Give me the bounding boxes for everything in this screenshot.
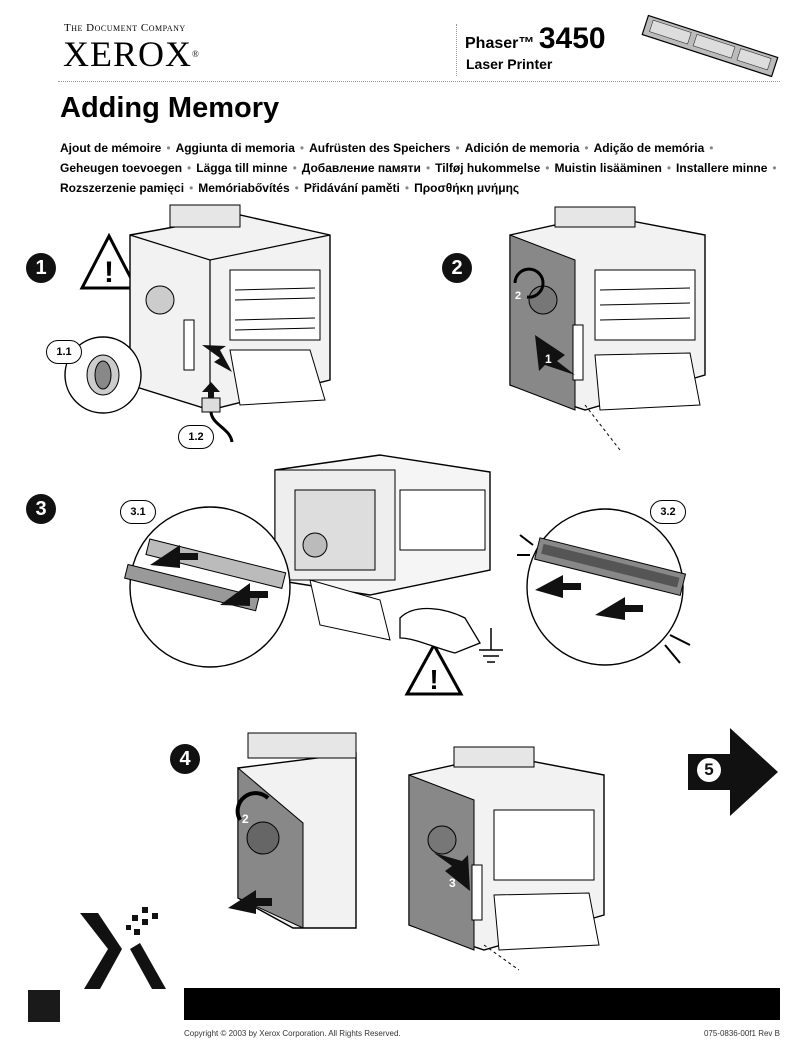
printer-side-cover-removal: 1 2 [509,206,706,451]
ground-hand-icon [399,607,503,663]
language-item: Tilføj hukommelse [435,161,541,175]
brand-logo-text: XEROX® [63,34,200,74]
language-separator: • [299,141,305,155]
language-item: Adição de memória [593,141,705,155]
product-type: Laser Printer [466,56,553,72]
svg-text:!: ! [429,664,438,695]
printer-rear-step1 [129,204,331,411]
language-item: Geheugen toevoegen [60,161,183,175]
step-1-badge: 1 [26,253,56,283]
svg-text:3: 3 [449,876,456,890]
step-3-badge: 3 [26,494,56,524]
page-title: Adding Memory [60,92,280,124]
language-separator: • [404,181,410,195]
language-separator: • [709,141,714,155]
svg-text:!: ! [104,256,114,289]
part-number: 075-0836-00f1 Rev B [703,1029,780,1038]
footer-square [28,990,60,1022]
model-name: Phaser™ 3450 [465,22,606,55]
language-list: Ajout de mémoire • Aggiunta di memoria • Auf… [60,138,800,198]
header-divider [456,24,457,76]
footer-bar [184,988,780,1020]
substep-1-2: 1.2 [178,425,214,449]
svg-text:2: 2 [515,290,521,302]
step-2-badge: 2 [442,253,472,283]
copyright-text: Copyright © 2003 by Xerox Corporation. A… [184,1029,401,1038]
language-item: Přidávání paměti [303,181,400,195]
language-separator: • [292,161,297,175]
header-rule [58,81,780,82]
language-item: Aufrüsten des Speichers [309,141,451,155]
language-separator: • [294,181,299,195]
language-item: Lägga till minne [196,161,288,175]
substep-3-1: 3.1 [120,500,156,524]
memory-latch-callout-3-2 [517,508,691,666]
warning-icon: ! [79,232,139,290]
language-separator: • [545,161,550,175]
power-switch-callout [64,336,142,414]
language-separator: • [584,141,589,155]
substep-3-2: 3.2 [650,500,686,524]
printer-cover-replace-b: 3 [408,746,605,971]
substep-1-1: 1.1 [46,340,82,364]
language-separator: • [166,141,171,155]
power-cord-icon [201,382,234,443]
language-separator: • [772,161,777,175]
next-step-arrow [688,728,778,816]
language-item: Добавление памяти [301,161,421,175]
svg-text:1: 1 [545,352,552,366]
memory-module-icon [641,14,779,78]
warning-icon: ! [404,642,464,696]
memory-insert-callout-3-1 [124,506,291,668]
language-item: Installere minne [676,161,768,175]
language-item: Rozszerzenie pamięci [60,181,185,195]
step-4-badge: 4 [170,744,200,774]
language-separator: • [666,161,672,175]
step-5-badge: 5 [697,758,721,782]
language-item: Aggiunta di memoria [175,141,295,155]
language-separator: • [455,141,460,155]
language-item: Προσθήκη μνήμης [414,181,520,195]
language-separator: • [425,161,431,175]
printer-cover-replace-a: 2 [228,732,357,929]
language-separator: • [189,181,194,195]
svg-text:2: 2 [242,812,249,826]
language-item: Ajout de mémoire [60,141,162,155]
language-item: Adición de memoria [464,141,580,155]
language-separator: • [187,161,192,175]
company-tagline: The Document Company [64,22,186,34]
xerox-x-logo [80,907,166,989]
language-item: Muistin lisääminen [554,161,662,175]
language-item: Memóriabővítés [198,181,290,195]
